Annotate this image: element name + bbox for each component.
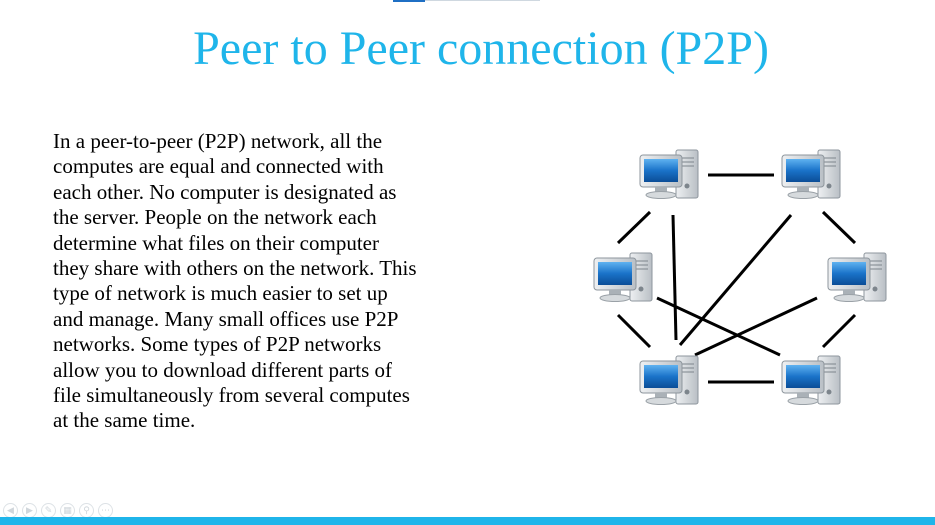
desktop-computer-icon [639, 149, 699, 199]
previous-icon[interactable]: ◀ [3, 503, 18, 518]
network-link [694, 296, 818, 357]
network-link [671, 214, 678, 341]
body-line: computes are equal and connected with [53, 154, 384, 179]
next-icon[interactable]: ▶ [22, 503, 37, 518]
body-line: networks. Some types of P2P networks [53, 332, 382, 357]
body-line: type of network is much easier to set up [53, 281, 388, 306]
slideshow-controls: ◀ ▶ ✎ ▦ ⚲ ⋯ [3, 503, 113, 521]
desktop-computer-icon [639, 355, 699, 405]
network-link [656, 296, 781, 357]
body-line: at the same time. [53, 408, 196, 433]
body-line: the server. People on the network each [53, 205, 377, 230]
network-link [616, 210, 652, 245]
network-link [821, 313, 857, 349]
slide-title: Peer to Peer connection (P2P) [193, 22, 769, 75]
pen-icon[interactable]: ✎ [41, 503, 56, 518]
p2p-network-diagram [593, 149, 887, 405]
desktop-computer-icon [781, 149, 841, 199]
desktop-computer-icon [781, 355, 841, 405]
body-line: file simultaneously from several compute… [53, 383, 410, 408]
network-links [616, 173, 857, 384]
desktop-computer-icon [827, 252, 887, 302]
body-line: determine what files on their computer [53, 230, 379, 255]
slide-progress-track [425, 0, 540, 1]
slide-footer-bar [0, 517, 935, 525]
desktop-computer-icon [593, 252, 653, 302]
network-link [821, 210, 857, 245]
slide-progress-mark [393, 0, 425, 2]
network-link [678, 214, 793, 346]
slide-body-text: In a peer-to-peer (P2P) network, all the… [53, 129, 473, 434]
body-line: In a peer-to-peer (P2P) network, all the [53, 129, 383, 153]
body-line: they share with others on the network. T… [53, 256, 417, 281]
slides-icon[interactable]: ▦ [60, 503, 75, 518]
body-line: each other. No computer is designated as [53, 179, 397, 204]
more-icon[interactable]: ⋯ [98, 503, 113, 518]
zoom-icon[interactable]: ⚲ [79, 503, 94, 518]
body-line: and manage. Many small offices use P2P [53, 306, 399, 331]
network-link [616, 313, 652, 349]
body-line: allow you to download different parts of [53, 357, 393, 382]
